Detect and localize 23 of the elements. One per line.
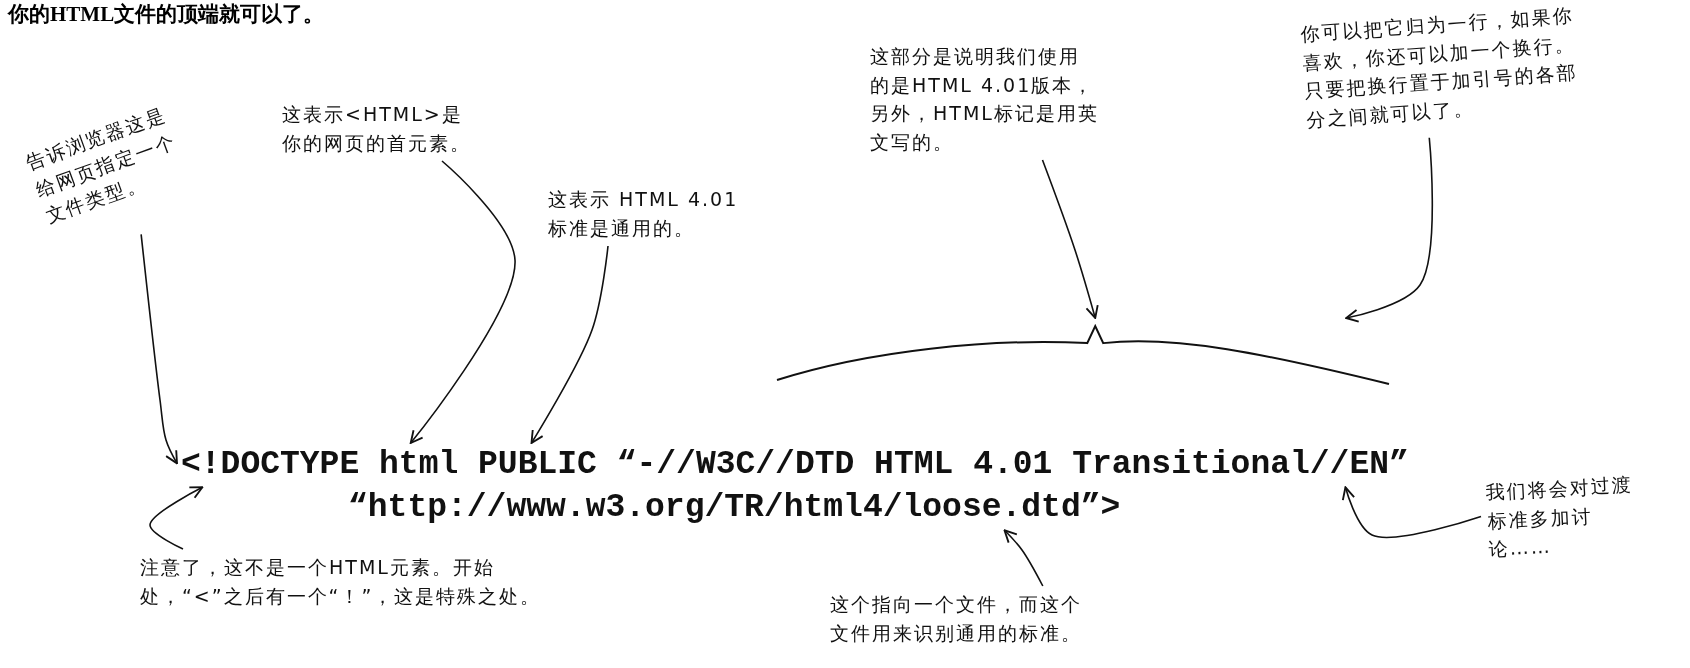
code-text: “-//W3C//DTD HTML 4.01 Transitional//EN” bbox=[616, 447, 1409, 484]
annotation-note: 这表示<HTML>是你的网页的首元素。 bbox=[282, 100, 482, 157]
code-text: <!DOCTYPE bbox=[181, 447, 360, 484]
arrow bbox=[1342, 486, 1482, 539]
code-text: “http://www.w3.org/TR/html4/loose.dtd”> bbox=[348, 490, 1121, 527]
arrow bbox=[530, 245, 609, 444]
arrow bbox=[409, 160, 516, 444]
annotation-note: 我们将会对过渡标准多加讨论…… bbox=[1485, 469, 1650, 564]
text-line: 你的HTML文件的顶端就可以了。 bbox=[8, 1, 325, 28]
annotation-note: 你可以把它归为一行，如果你喜欢，你还可以加一个换行。只要把换行置于加引号的各部分之间就可以了。 bbox=[1300, 0, 1588, 134]
arrow bbox=[1345, 136, 1434, 323]
arrow bbox=[140, 233, 178, 465]
annotation-note: 这表示 HTML 4.01标准是通用的。 bbox=[548, 185, 748, 242]
annotation-note: 这部分是说明我们使用的是HTML 4.01版本，另外，HTML标记是用英文写的。 bbox=[870, 42, 1100, 156]
curly-brace bbox=[777, 322, 1389, 386]
arrow bbox=[1041, 159, 1099, 319]
code-text: html bbox=[379, 447, 459, 484]
code-text: PUBLIC bbox=[478, 447, 597, 484]
arrow bbox=[1003, 529, 1044, 587]
annotation-note: 告诉浏览器这是给网页指定一个文件类型。 bbox=[22, 98, 193, 231]
annotation-note: 注意了，这不是一个HTML元素。开始处，“<”之后有一个“！”，这是特殊之处。 bbox=[140, 553, 570, 610]
annotation-note: 这个指向一个文件，而这个文件用来识别通用的标准。 bbox=[830, 590, 1096, 647]
arrow bbox=[149, 486, 204, 550]
